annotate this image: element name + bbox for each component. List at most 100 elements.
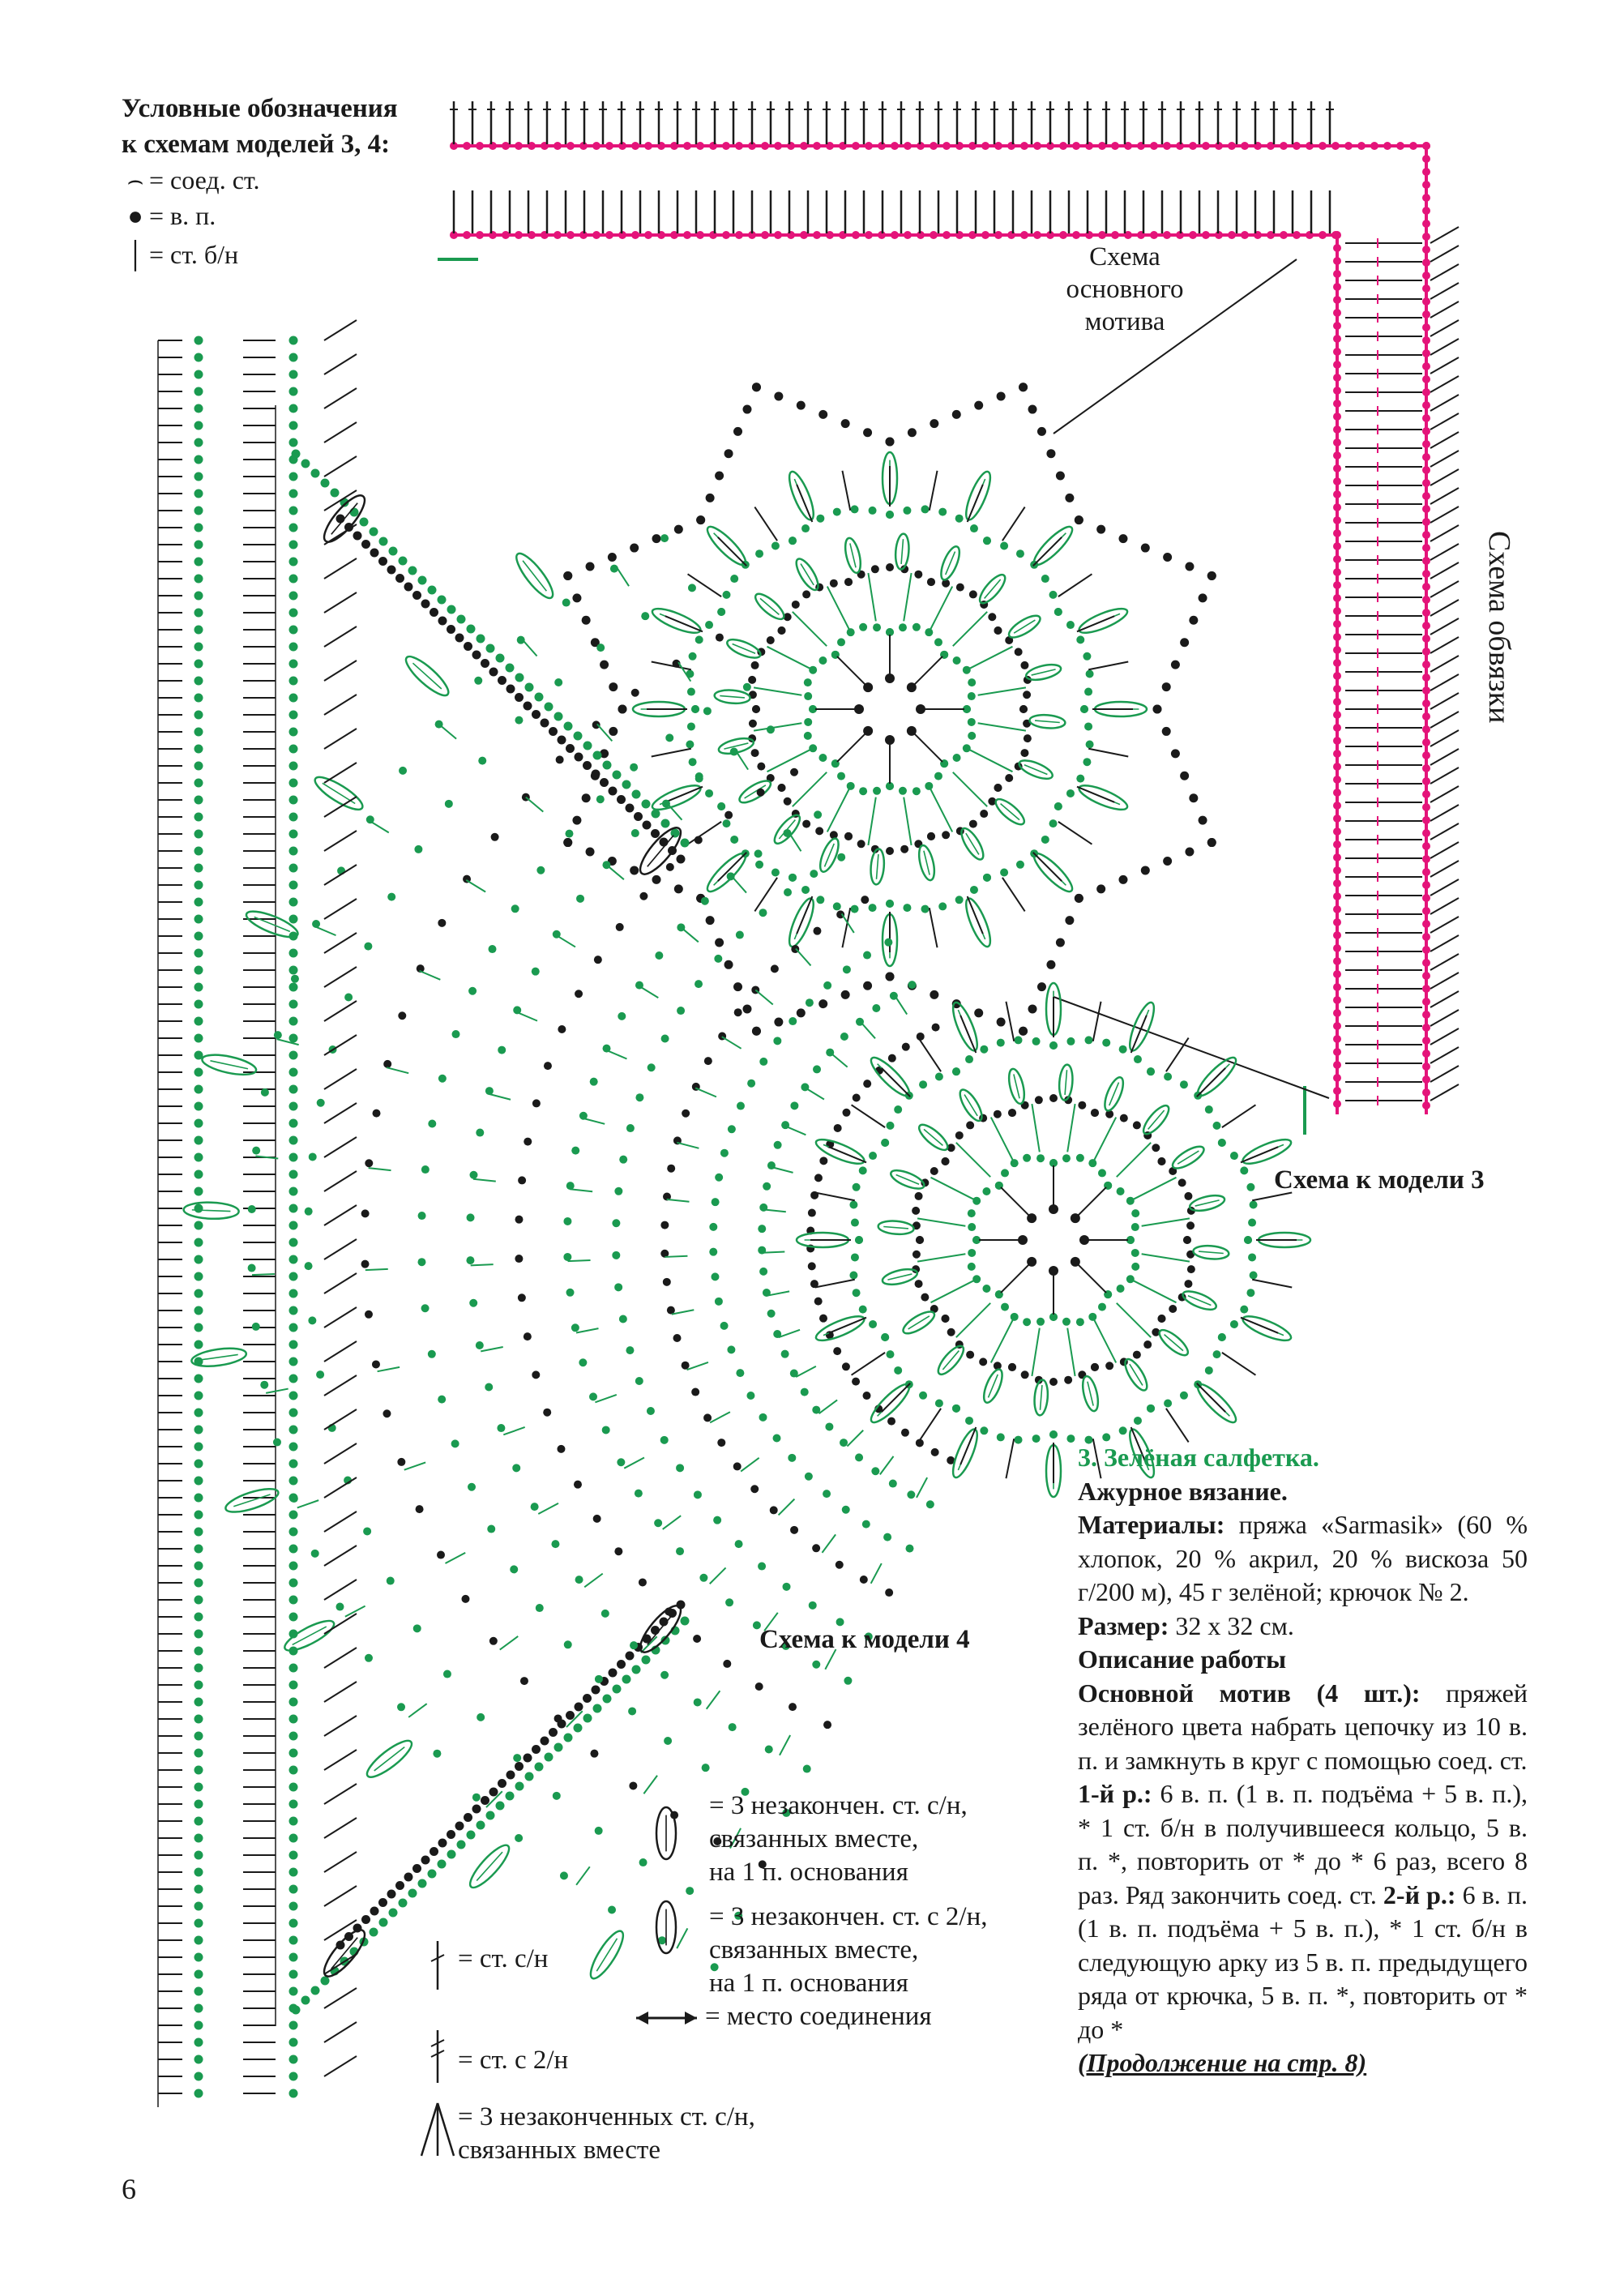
chain-stitch (844, 832, 853, 840)
chain-stitch (194, 1340, 203, 1349)
chain-stitch (850, 904, 859, 913)
stitch-line (1221, 1352, 1256, 1376)
chain-stitch (800, 231, 808, 239)
chain-stitch (288, 1663, 298, 1673)
chain-stitch (288, 1357, 298, 1366)
chain-stitch (759, 1413, 767, 1422)
chain-stitch (1065, 916, 1075, 926)
chain-stitch (288, 1255, 298, 1264)
chain-stitch (1422, 855, 1430, 863)
work-heading: Описание работы (1078, 1644, 1287, 1674)
chain-stitch (1333, 296, 1341, 304)
stitch-line (1430, 916, 1460, 934)
chain-stitch (594, 1674, 603, 1683)
chain-stitch (735, 930, 744, 939)
chain-stitch (676, 1547, 685, 1556)
continuation-link[interactable]: (Продолжение на стр. 8) (1078, 2048, 1367, 2077)
chain-stitch (1422, 622, 1430, 630)
legend-item-chain: ●= в. п. (122, 198, 216, 233)
stitch-line (930, 788, 954, 832)
chain-stitch (705, 916, 715, 926)
chain-stitch (472, 1793, 481, 1802)
chain-stitch (631, 789, 641, 799)
chain-stitch (1422, 609, 1430, 617)
chain-stitch (194, 1135, 203, 1145)
chain-stitch (691, 705, 699, 713)
chain-stitch (330, 488, 340, 498)
chain-stitch (886, 847, 894, 855)
chain-stitch (1422, 401, 1430, 409)
chain-stitch (996, 1038, 1005, 1047)
chain-stitch (818, 753, 827, 762)
chain-stitch (823, 1721, 832, 1729)
chain-stitch (783, 613, 792, 622)
chain-stitch (427, 1349, 436, 1358)
chain-stitch (1049, 1266, 1058, 1276)
stitch-line (1088, 661, 1129, 671)
chain-stitch (388, 1908, 398, 1918)
stitch-line (323, 864, 357, 886)
legend-dec-3: = 3 незаконченных ст. с/н, связанных вме… (458, 2102, 755, 2165)
chain-stitch (968, 231, 977, 239)
chain-stitch (594, 1826, 603, 1835)
chain-stitch (1072, 142, 1080, 150)
chain-stitch (536, 866, 545, 874)
stitch-line (323, 1272, 357, 1294)
chain-stitch (414, 844, 423, 853)
arrow-head (685, 2012, 697, 2024)
stitch-line (1148, 1110, 1165, 1130)
stitch-line (1000, 1186, 1032, 1218)
stitch-line (814, 1278, 855, 1289)
chain-stitch (288, 1238, 298, 1247)
chain-stitch (466, 1213, 475, 1222)
stitch-line (1430, 655, 1460, 673)
chain-stitch (194, 914, 203, 924)
chain-stitch (336, 1940, 345, 1950)
motif-model-4 (795, 981, 1312, 1499)
chain-stitch (1333, 490, 1341, 498)
stitch-line (1430, 301, 1460, 319)
chain-stitch (783, 797, 792, 806)
chain-stitch (437, 1859, 447, 1869)
stitch-line (763, 1612, 779, 1631)
chain-stitch (1333, 983, 1341, 991)
chain-stitch (676, 1464, 685, 1473)
stitch-line (841, 470, 852, 511)
chain-stitch (583, 1713, 592, 1723)
stitch-line (1005, 1001, 1015, 1041)
stitch-line (779, 1734, 792, 1756)
chain-stitch (194, 540, 203, 549)
stitch-line (1430, 748, 1460, 766)
chain-stitch (1228, 231, 1236, 239)
chain-stitch (1246, 1182, 1255, 1191)
chain-stitch (729, 747, 738, 756)
chain-stitch (511, 904, 519, 913)
stitch-line (481, 1346, 503, 1353)
chain-stitch (1164, 1072, 1173, 1081)
chain-stitch (1333, 503, 1341, 511)
stitch-line (323, 1000, 357, 1022)
stitch-line (1430, 804, 1460, 822)
chain-stitch (803, 731, 812, 740)
stitch-line (525, 796, 544, 813)
chain-stitch (1422, 998, 1430, 1006)
chain-stitch (369, 527, 378, 537)
chain-stitch (194, 1101, 203, 1111)
chain-stitch (463, 142, 471, 150)
chain-stitch (194, 2020, 203, 2030)
chain-stitch (840, 990, 850, 999)
chain-stitch (886, 628, 894, 636)
chain-stitch (981, 142, 989, 150)
chain-stitch (450, 142, 458, 150)
chain-stitch (359, 517, 369, 527)
chain-stitch (758, 1860, 767, 1869)
stitch-line (1013, 619, 1036, 634)
chain-stitch (752, 1621, 761, 1630)
chain-stitch (855, 1453, 864, 1462)
chain-stitch (288, 472, 298, 481)
chain-stitch (1041, 575, 1049, 584)
chain-stitch (968, 819, 977, 828)
chain-stitch (288, 659, 298, 669)
chain-stitch (1152, 1328, 1160, 1336)
stitch-line (1430, 897, 1460, 915)
